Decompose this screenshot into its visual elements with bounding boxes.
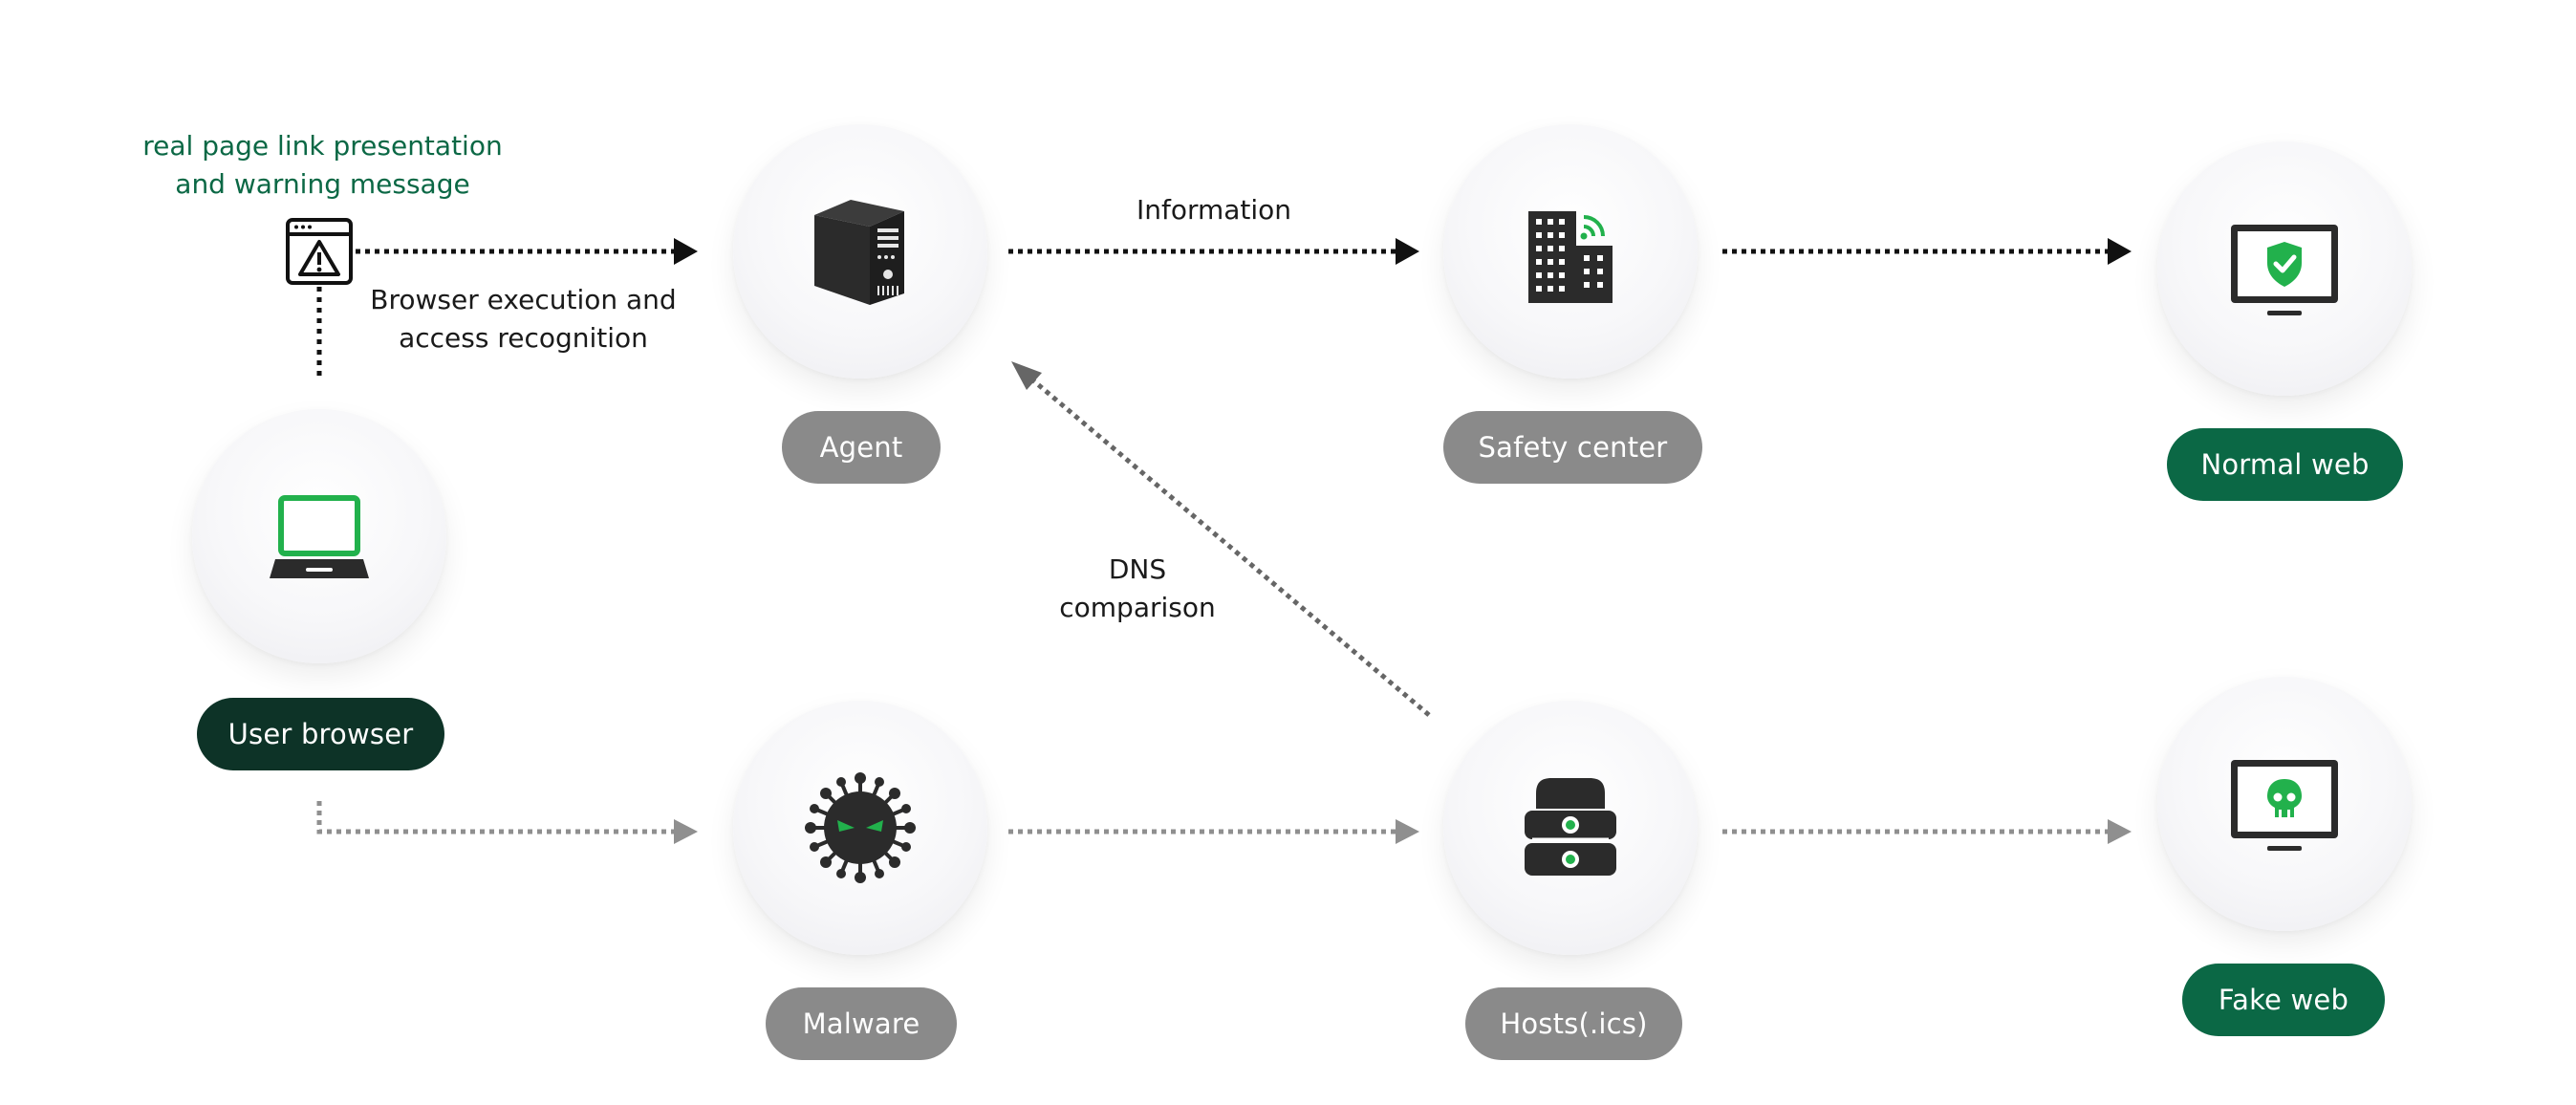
information-annotation: Information [1136,194,1292,226]
user-browser-node [192,409,446,663]
normal-web-node [2157,141,2412,396]
hosts-node [1443,701,1698,955]
browser-exec-line-2: access recognition [399,322,648,354]
monitor-shield-icon [2231,225,2338,315]
laptop-icon [270,495,369,578]
server-tower-icon [814,200,904,305]
malware-node [733,701,987,955]
hosts-label: Hosts(.ics) [1465,987,1682,1060]
fake-web-node [2157,677,2412,931]
normal-web-label: Normal web [2167,428,2403,501]
dns-line-1: DNS [1108,553,1167,585]
warning-line-1: real page link presentation [142,130,503,162]
agent-label: Agent [782,411,941,484]
warning-window-icon [286,218,353,285]
monitor-skull-icon [2231,760,2338,851]
agent-node [733,124,987,379]
arrow-browser-to-malware [316,801,674,834]
dns-annotation: DNS comparison [1032,551,1243,627]
browser-exec-annotation: Browser execution and access recognition [363,281,683,358]
database-server-icon [1525,778,1616,876]
arrow-hosts-to-agent [1026,374,1431,717]
warning-annotation: real page link presentation and warning … [115,127,530,204]
malware-label: Malware [766,987,957,1060]
user-browser-label: User browser [197,698,444,770]
fake-web-label: Fake web [2182,964,2385,1036]
safety-center-label: Safety center [1443,411,1702,484]
dns-line-2: comparison [1059,592,1216,623]
warning-line-2: and warning message [175,168,470,200]
browser-exec-line-1: Browser execution and [370,284,677,315]
safety-center-node [1443,124,1698,379]
building-signal-icon [1528,211,1613,303]
virus-icon [805,772,916,883]
